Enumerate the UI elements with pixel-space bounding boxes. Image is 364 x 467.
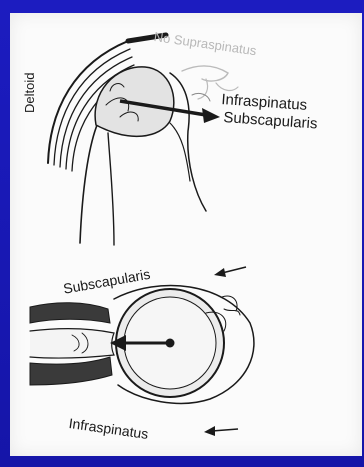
deltoid-label: Deltoid bbox=[22, 73, 37, 113]
diagram-panel: Deltoid No Supraspinatus Infraspinatus S… bbox=[10, 13, 362, 456]
coronal-shoulder-view bbox=[48, 35, 238, 245]
shoulder-diagram bbox=[10, 13, 362, 456]
